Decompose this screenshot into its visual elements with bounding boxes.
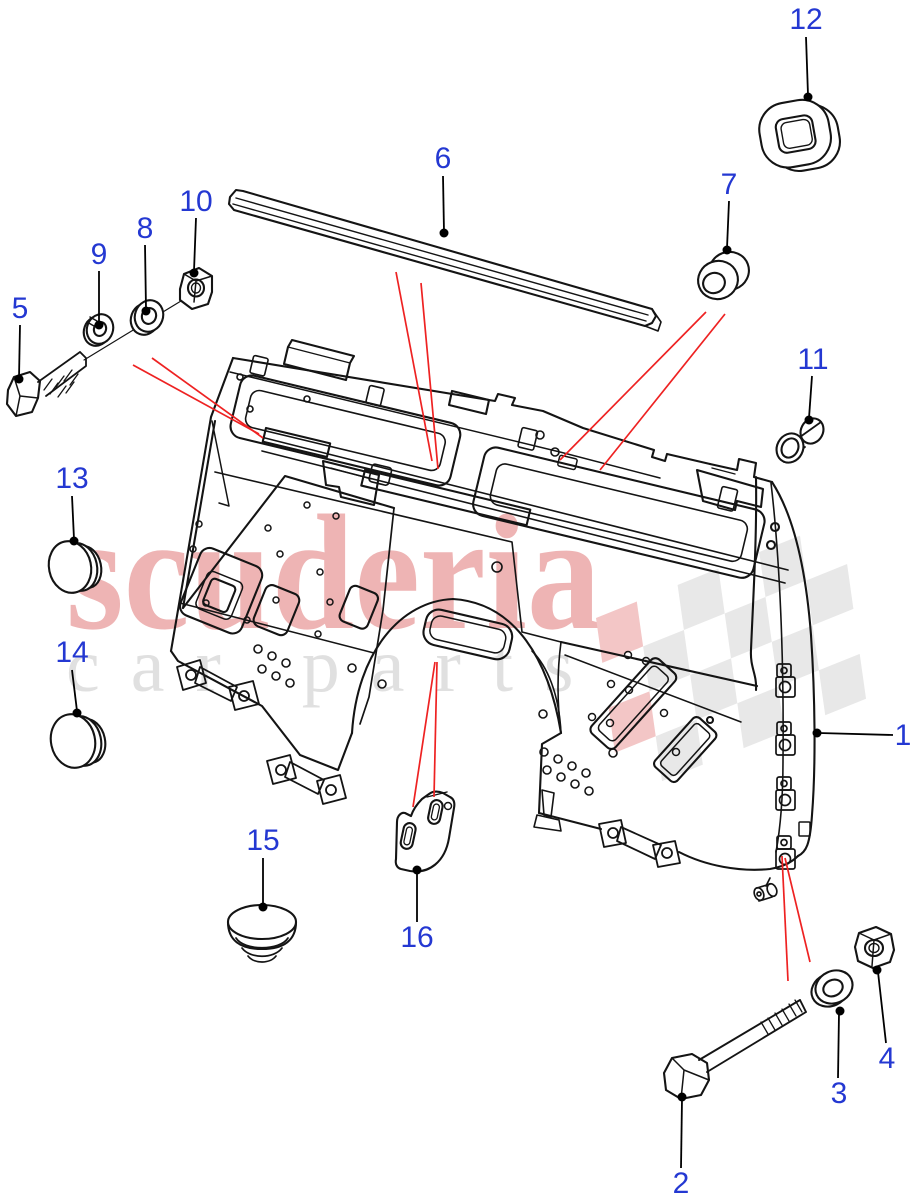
callout-12[interactable]: 12 xyxy=(789,3,822,36)
callout-15[interactable]: 15 xyxy=(246,824,279,857)
callout-1[interactable]: 1 xyxy=(895,719,912,752)
callout-13[interactable]: 13 xyxy=(55,462,88,495)
part-oval-grommet xyxy=(758,98,841,173)
part-blanking-plug-13 xyxy=(47,540,103,594)
red-leader-lines xyxy=(132,271,811,982)
part-hex-nut-large xyxy=(853,925,896,970)
callout-2[interactable]: 2 xyxy=(673,1167,690,1200)
checkered-flag xyxy=(596,535,867,782)
hinge-blocks xyxy=(775,663,796,870)
part-hex-nut-small xyxy=(178,266,214,311)
part-rubber-bush xyxy=(775,417,825,464)
callout-leaders xyxy=(14,36,894,1169)
checker-pink-cells xyxy=(596,601,656,753)
watermark: scuderia car parts xyxy=(66,481,867,782)
part-bulkhead-panel xyxy=(169,338,816,902)
part-hex-bolt-long xyxy=(662,999,807,1101)
part-hex-bolt-small xyxy=(5,286,205,418)
part-spring-washer xyxy=(82,313,115,347)
mounting-feet xyxy=(176,659,681,868)
callout-16[interactable]: 16 xyxy=(400,921,433,954)
part-blanking-plug-14 xyxy=(49,713,107,769)
line-art xyxy=(5,98,896,1101)
callout-8[interactable]: 8 xyxy=(137,212,154,245)
panel-stud xyxy=(753,877,778,902)
callout-9[interactable]: 9 xyxy=(91,238,108,271)
part-flat-washer-large xyxy=(810,969,854,1008)
callout-14[interactable]: 14 xyxy=(55,636,88,669)
watermark-tagline-text: car parts xyxy=(66,624,605,708)
callout-3[interactable]: 3 xyxy=(831,1077,848,1110)
callout-5[interactable]: 5 xyxy=(12,292,29,325)
callout-6[interactable]: 6 xyxy=(435,142,452,175)
part-gasket-plate xyxy=(394,790,456,873)
callout-7[interactable]: 7 xyxy=(721,168,738,201)
part-flat-washer-small xyxy=(129,299,165,336)
callout-4[interactable]: 4 xyxy=(879,1042,896,1075)
part-retainer-strip xyxy=(227,188,662,332)
part-dome-plug xyxy=(226,903,298,963)
checker-gray-cells xyxy=(643,535,867,782)
callout-labels: 1 2 3 4 5 6 7 8 9 10 11 12 13 14 15 16 xyxy=(12,3,912,1200)
callout-11[interactable]: 11 xyxy=(797,343,828,376)
callout-10[interactable]: 10 xyxy=(179,185,212,218)
part-round-grommet xyxy=(697,250,750,301)
